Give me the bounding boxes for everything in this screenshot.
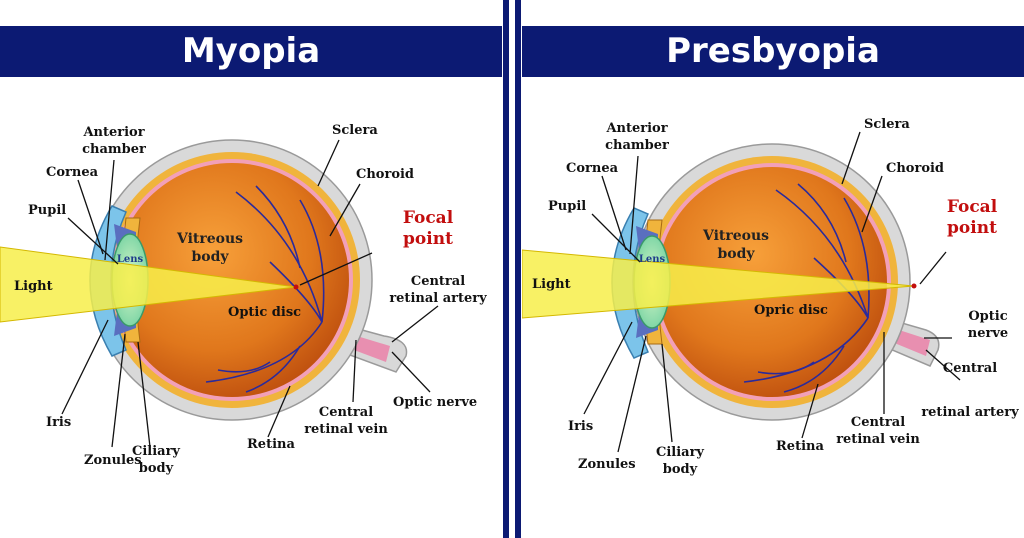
label-anterior-chamber: chamber (82, 142, 146, 157)
label-central-retinal-vein: Central (851, 415, 905, 430)
label-focal-point: Focal (947, 197, 998, 217)
focal-point-marker (293, 284, 299, 290)
label-pupil: Pupil (548, 199, 586, 214)
label-central-retinal-vein: retinal vein (304, 422, 388, 437)
panel-divider (503, 0, 509, 538)
label-anterior-chamber: Anterior (605, 121, 667, 136)
label-vitreous-body: Vitreous (702, 228, 769, 244)
label-optic-disc: Optic disc (228, 305, 301, 320)
label-retina: Retina (776, 439, 824, 454)
myopia-eye-diagram: Anterior chamber Cornea Pupil Light Lens… (0, 123, 487, 476)
label-anterior-chamber: chamber (605, 138, 669, 153)
label-iris: Iris (46, 415, 71, 430)
label-optic-nerve: Optic (968, 309, 1007, 324)
label-focal-point: Focal (403, 208, 454, 228)
label-lens: Lens (117, 254, 144, 265)
label-leader-lines (583, 131, 961, 453)
label-vitreous-body: Vitreous (176, 231, 243, 247)
panel-title: Presbyopia (666, 31, 880, 71)
label-choroid: Choroid (356, 167, 414, 182)
light-beam (0, 246, 297, 323)
panel-divider (515, 0, 521, 538)
label-optic-disc: Opric disc (754, 303, 828, 318)
myopia-panel: Myopia (0, 0, 502, 538)
label-ciliary-body: body (663, 462, 698, 477)
label-pupil: Pupil (28, 203, 66, 218)
label-retina: Retina (247, 437, 295, 452)
label-lens: Lens (639, 254, 666, 265)
label-vitreous-body: body (191, 249, 229, 265)
label-sclera: Sclera (332, 123, 378, 138)
presbyopia-panel: Presbyopia (522, 0, 1024, 538)
label-focal-point: point (403, 229, 453, 249)
label-light: Light (14, 279, 53, 294)
retinal-vessels (205, 185, 325, 393)
label-zonules: Zonules (578, 457, 636, 472)
label-ciliary-body: Ciliary (656, 445, 704, 460)
label-choroid: Choroid (886, 161, 944, 176)
title-banner (522, 26, 1024, 77)
label-focal-point: point (947, 218, 997, 238)
label-ciliary-body: Ciliary (132, 444, 180, 459)
label-sclera: Sclera (864, 117, 910, 132)
label-central-retinal-vein: Central (319, 405, 373, 420)
label-optic-nerve: nerve (968, 326, 1008, 341)
light-beam (522, 249, 915, 319)
label-central-retinal-artery: Central (411, 274, 465, 289)
label-central-retinal-artery: Central (943, 361, 997, 376)
label-vitreous-body: body (717, 246, 755, 262)
label-optic-nerve: Optic nerve (393, 395, 477, 410)
label-central-retinal-artery: retinal artery (921, 405, 1019, 420)
label-central-retinal-vein: retinal vein (836, 432, 920, 447)
label-central-retinal-artery: retinal artery (389, 291, 487, 306)
panel-title: Myopia (181, 31, 321, 71)
label-ciliary-body: body (139, 461, 174, 476)
label-light: Light (532, 277, 571, 292)
retinal-vessels (743, 183, 870, 393)
label-cornea: Cornea (46, 165, 99, 180)
focal-point-marker (911, 283, 917, 289)
label-cornea: Cornea (566, 161, 619, 176)
title-banner (0, 26, 502, 77)
label-leader-lines (61, 139, 439, 448)
label-iris: Iris (568, 419, 593, 434)
label-zonules: Zonules (84, 453, 142, 468)
label-anterior-chamber: Anterior (82, 125, 144, 140)
presbyopia-eye-diagram: Anterior chamber Cornea Pupil Light Lens… (522, 117, 1019, 477)
